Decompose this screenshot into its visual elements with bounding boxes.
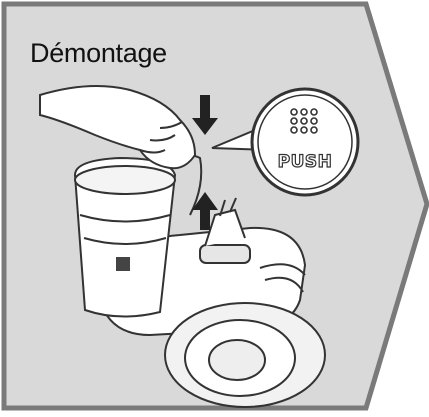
push-callout: PUSH [249,86,361,198]
push-label: PUSH [249,152,361,172]
panel-title: Démontage [30,38,167,69]
